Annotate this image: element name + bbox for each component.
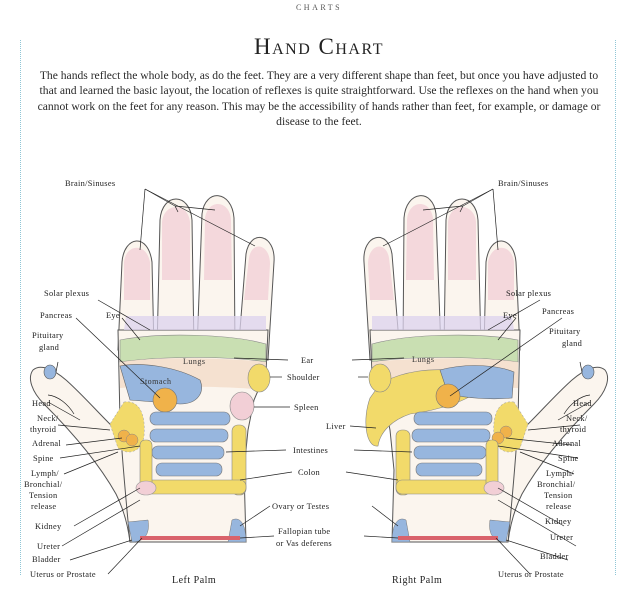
page-title: Hand Chart xyxy=(254,34,384,59)
right-label-spine: Spine xyxy=(558,454,579,463)
right-label-pituitary-1: Pituitary xyxy=(549,327,581,336)
left-label-lymph-1: Lymph/ xyxy=(31,469,59,478)
right-pancreas-zone xyxy=(435,383,461,409)
left-label-ureter: Ureter xyxy=(37,542,60,551)
right-lungs-word: Lungs xyxy=(412,355,435,364)
left-lungs-word: Lungs xyxy=(183,357,206,366)
left-thumb-head-line xyxy=(47,394,75,415)
left-label-eye: Eye xyxy=(106,311,120,320)
right-pituitary-dot xyxy=(581,364,595,380)
left-label-adrenal: Adrenal xyxy=(32,439,61,448)
left-shoulder-zone xyxy=(247,363,271,393)
right-label-neck-2: thyroid xyxy=(560,425,587,434)
left-leader-lines xyxy=(47,188,256,575)
left-label-neck-2: thyroid xyxy=(30,425,57,434)
right-label-lymph-1: Lymph/ xyxy=(546,469,574,478)
label-fallopian-2: or Vas deferens xyxy=(276,539,332,548)
right-label-head: Head xyxy=(573,399,592,408)
left-stomach-zone xyxy=(119,364,202,405)
left-label-solar: Solar plexus xyxy=(44,289,89,298)
running-head: CHARTS xyxy=(295,3,343,12)
right-kidney-zone xyxy=(483,480,505,496)
right-label-eye: Eye xyxy=(503,311,517,320)
left-label-pituitary-1: Pituitary xyxy=(32,331,64,340)
right-palm: Lungs Brain/Sinuses Solar plexus Eye Pan… xyxy=(363,179,608,586)
left-label-kidney: Kidney xyxy=(35,522,62,531)
label-spleen: Spleen xyxy=(294,403,319,412)
left-fallopian-band xyxy=(140,536,240,540)
left-label-pituitary-2: gland xyxy=(39,343,60,352)
left-label-pancreas: Pancreas xyxy=(40,311,72,320)
label-intestines: Intestines xyxy=(293,446,328,455)
left-stomach-word: Stomach xyxy=(140,377,172,386)
right-thumb-head-line xyxy=(563,394,591,415)
left-label-lymph-2: Bronchial/ xyxy=(24,480,63,489)
left-adrenal-dot-2 xyxy=(125,433,139,447)
left-intestines xyxy=(149,411,231,477)
right-label-adrenal: Adrenal xyxy=(552,439,581,448)
left-palm-caption: Left Palm xyxy=(172,575,216,586)
intro-paragraph: The hands reflect the whole body, as do … xyxy=(37,69,601,129)
left-pituitary-dot xyxy=(43,364,57,380)
left-label-lymph-4: release xyxy=(31,502,56,511)
label-fallopian-1: Fallopian tube xyxy=(278,527,330,536)
right-label-uterus: Uterus or Prostate xyxy=(498,570,564,579)
right-label-pancreas: Pancreas xyxy=(542,307,574,316)
right-intestines xyxy=(411,411,493,477)
left-pancreas-zone xyxy=(152,387,178,413)
right-label-brain: Brain/Sinuses xyxy=(498,179,548,188)
right-shoulder-zone xyxy=(368,363,392,393)
right-label-lymph-2: Bronchial/ xyxy=(537,480,576,489)
center-labels: Ear Shoulder Spleen Liver Intestines Col… xyxy=(225,356,413,548)
left-label-spine: Spine xyxy=(33,454,54,463)
left-spleen-zone xyxy=(229,391,255,421)
right-label-lymph-3: Tension xyxy=(544,491,573,500)
left-label-lymph-3: Tension xyxy=(29,491,58,500)
label-shoulder: Shoulder xyxy=(287,373,320,382)
label-ovary: Ovary or Testes xyxy=(272,502,329,511)
right-colon xyxy=(395,429,499,496)
right-palm-caption: Right Palm xyxy=(392,575,442,586)
right-label-solar: Solar plexus xyxy=(506,289,551,298)
left-label-bladder: Bladder xyxy=(32,555,61,564)
left-kidney-zone xyxy=(135,480,157,496)
left-label-neck-1: Neck/ xyxy=(37,414,59,423)
label-liver: Liver xyxy=(326,422,346,431)
left-label-brain: Brain/Sinuses xyxy=(65,179,115,188)
right-leader-lines xyxy=(382,188,591,575)
right-label-bladder: Bladder xyxy=(540,552,569,561)
left-palm: Lungs Stomach Brain/Sinuses Solar plexus xyxy=(24,179,275,586)
left-label-uterus: Uterus or Prostate xyxy=(30,570,96,579)
right-fallopian-band xyxy=(398,536,498,540)
label-ear: Ear xyxy=(301,356,314,365)
right-label-neck-1: Neck/ xyxy=(566,414,588,423)
page-frame xyxy=(20,40,616,575)
center-leader-lines xyxy=(225,357,413,539)
right-label-ureter: Ureter xyxy=(550,533,573,542)
left-colon xyxy=(139,424,247,496)
label-colon: Colon xyxy=(298,468,320,477)
right-label-lymph-4: release xyxy=(546,502,571,511)
right-label-pituitary-2: gland xyxy=(562,339,583,348)
left-label-head: Head xyxy=(32,399,51,408)
right-label-kidney: Kidney xyxy=(545,517,572,526)
